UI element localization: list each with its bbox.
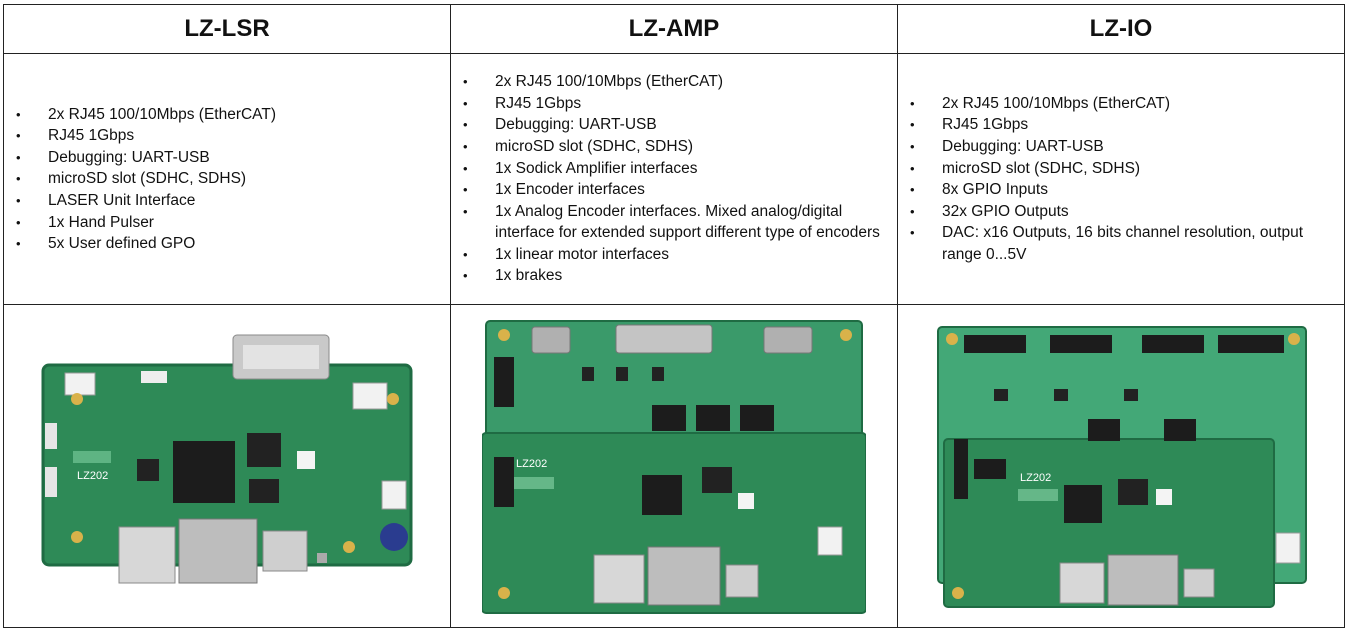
board-silkscreen: LZ202 [77, 470, 108, 482]
features-cell-lz-lsr: 2x RJ45 100/10Mbps (EtherCAT)RJ45 1GbpsD… [3, 53, 451, 305]
feature-item: 1x brakes [463, 265, 889, 287]
feature-list: 2x RJ45 100/10Mbps (EtherCAT)RJ45 1GbpsD… [4, 104, 450, 255]
photo-cell-lz-lsr: LZ202 [3, 303, 451, 629]
lz-amp-board-image: LZ202 [482, 319, 866, 614]
board-silkscreen: LZ202 [1020, 472, 1051, 484]
feature-list: 2x RJ45 100/10Mbps (EtherCAT)RJ45 1GbpsD… [898, 93, 1344, 266]
photo-row: LZ202 [3, 303, 1345, 629]
photo-cell-lz-amp: LZ202 [450, 303, 898, 629]
column-title-lz-lsr: LZ-LSR [3, 3, 451, 55]
feature-item: 1x linear motor interfaces [463, 244, 889, 266]
feature-list: 2x RJ45 100/10Mbps (EtherCAT)RJ45 1GbpsD… [451, 71, 897, 287]
feature-item: 2x RJ45 100/10Mbps (EtherCAT) [463, 71, 889, 93]
photo-cell-lz-io: LZ202 [897, 303, 1345, 629]
feature-item: LASER Unit Interface [16, 190, 442, 212]
feature-item: 1x Sodick Amplifier interfaces [463, 158, 889, 180]
feature-item: microSD slot (SDHC, SDHS) [910, 158, 1336, 180]
feature-item: Debugging: UART-USB [910, 136, 1336, 158]
features-cell-lz-io: 2x RJ45 100/10Mbps (EtherCAT)RJ45 1GbpsD… [897, 53, 1345, 305]
lz-lsr-board-image: LZ202 [41, 334, 413, 584]
column-title-lz-io: LZ-IO [897, 3, 1345, 55]
board-silkscreen: LZ202 [516, 458, 547, 470]
features-cell-lz-amp: 2x RJ45 100/10Mbps (EtherCAT)RJ45 1GbpsD… [450, 53, 898, 305]
feature-item: 2x RJ45 100/10Mbps (EtherCAT) [16, 104, 442, 126]
feature-item: DAC: x16 Outputs, 16 bits channel resolu… [910, 222, 1336, 265]
feature-item: 8x GPIO Inputs [910, 179, 1336, 201]
header-row: LZ-LSR LZ-AMP LZ-IO [3, 3, 1345, 55]
feature-item: RJ45 1Gbps [16, 125, 442, 147]
column-title-lz-amp: LZ-AMP [450, 3, 898, 55]
feature-item: 1x Analog Encoder interfaces. Mixed anal… [463, 201, 889, 244]
feature-item: microSD slot (SDHC, SDHS) [16, 168, 442, 190]
feature-item: 1x Hand Pulser [16, 212, 442, 234]
feature-item: 2x RJ45 100/10Mbps (EtherCAT) [910, 93, 1336, 115]
feature-item: Debugging: UART-USB [463, 114, 889, 136]
feature-item: RJ45 1Gbps [463, 93, 889, 115]
feature-item: 32x GPIO Outputs [910, 201, 1336, 223]
product-comparison-table: LZ-LSR LZ-AMP LZ-IO 2x RJ45 100/10Mbps (… [3, 3, 1345, 629]
features-row: 2x RJ45 100/10Mbps (EtherCAT)RJ45 1GbpsD… [3, 53, 1345, 305]
feature-item: Debugging: UART-USB [16, 147, 442, 169]
lz-io-board-image: LZ202 [937, 325, 1307, 608]
feature-item: 1x Encoder interfaces [463, 179, 889, 201]
feature-item: 5x User defined GPO [16, 233, 442, 255]
feature-item: microSD slot (SDHC, SDHS) [463, 136, 889, 158]
feature-item: RJ45 1Gbps [910, 114, 1336, 136]
